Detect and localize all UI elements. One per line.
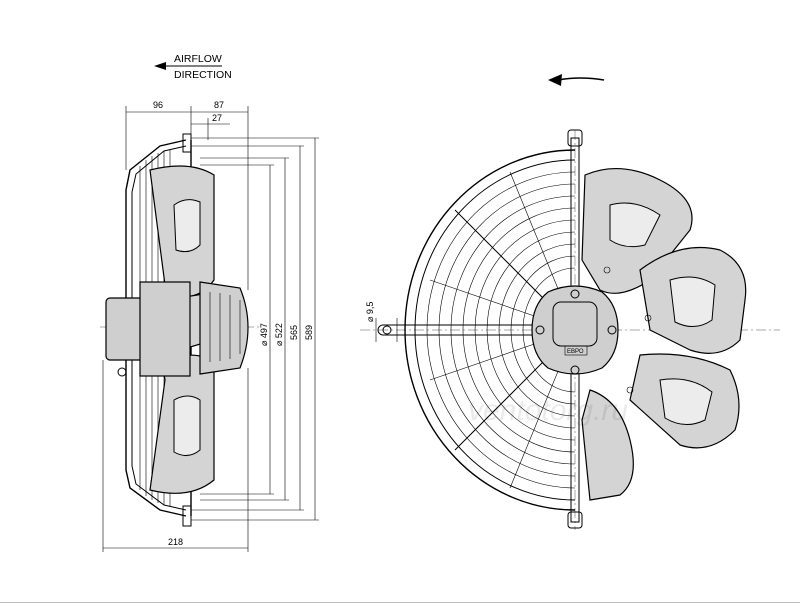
watermark-text: ventotorg.ru — [468, 394, 628, 427]
dim-218: 218 — [168, 537, 183, 547]
top-dimensions: 96 87 27 — [125, 100, 249, 290]
motor-hub — [531, 285, 619, 375]
hub-bolts — [535, 266, 652, 394]
rotation-arrow-head-icon — [548, 74, 562, 86]
bottom-dimension: 218 — [102, 360, 249, 552]
side-top-mount-lug — [182, 133, 192, 153]
hub-label-text: ЕВРО — [567, 349, 584, 355]
side-blade-top-window — [173, 199, 201, 253]
bottom-mount-bracket — [567, 511, 583, 529]
dim-9-5: ⌀ 9,5 — [365, 302, 375, 322]
side-view: 96 87 27 218 ⌀ 497 ⌀ 522 56 — [100, 100, 319, 552]
rotation-arrow — [548, 74, 605, 86]
page-bottom-rule — [0, 602, 800, 603]
vertical-dimensions: ⌀ 497 ⌀ 522 565 589 — [191, 137, 319, 521]
front-blade-3-window — [659, 378, 713, 425]
motor-stator — [139, 281, 191, 377]
airflow-arrow-icon — [154, 62, 166, 70]
mounting-hole-icon — [382, 325, 392, 335]
side-blade-bottom-window — [173, 395, 201, 456]
dim-589: 589 — [304, 325, 314, 340]
front-blade-1-window — [609, 202, 661, 248]
airflow-direction-label: AIRFLOW DIRECTION — [154, 53, 232, 81]
front-view: ⌀ 9,5 ЕВРО — [360, 129, 780, 530]
airflow-line1: AIRFLOW — [174, 53, 222, 65]
hole-dimension: ⌀ 9,5 — [365, 302, 398, 342]
motor-fin-lines — [209, 292, 241, 362]
motor-rotor-cooling-fins — [199, 281, 249, 375]
front-blade-2-window — [669, 276, 716, 327]
motor-terminal-box — [105, 297, 145, 361]
dim-522: ⌀ 522 — [274, 323, 284, 346]
cable-gland-icon — [117, 367, 127, 377]
dim-87: 87 — [214, 100, 224, 110]
airflow-line2: DIRECTION — [174, 69, 232, 81]
dim-497: ⌀ 497 — [259, 323, 269, 346]
front-blade-4 — [581, 389, 634, 501]
top-mount-bracket — [567, 129, 583, 147]
rotation-arrow-curve — [557, 77, 605, 81]
hub-label-plate — [564, 345, 588, 356]
dim-565: 565 — [289, 325, 299, 340]
dim-96: 96 — [153, 100, 163, 110]
dim-27: 27 — [212, 113, 222, 123]
